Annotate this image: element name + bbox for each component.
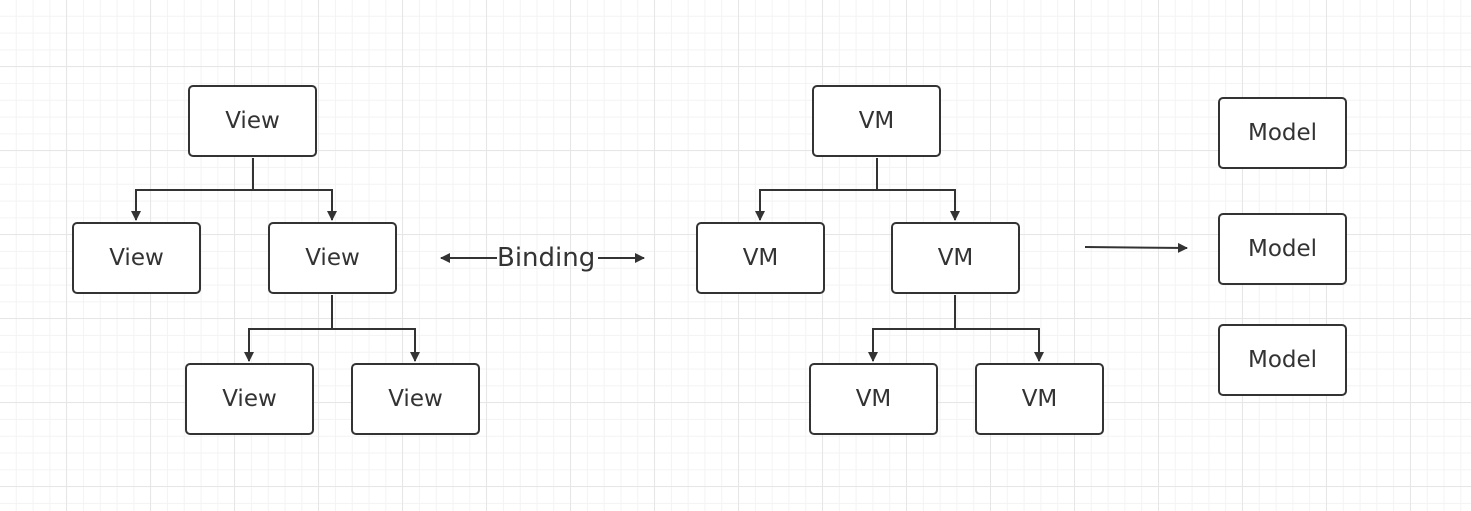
view-tree-connectors: [131, 158, 420, 362]
connector-vm-right-to-grandchild-left: [868, 295, 956, 362]
vm-child-right-node[interactable]: VM: [891, 222, 1020, 294]
vm-to-model-arrow: [1084, 242, 1188, 253]
view-child-left-node[interactable]: View: [72, 222, 201, 294]
model-node-top[interactable]: Model: [1218, 97, 1347, 169]
connector-view-root-to-right: [253, 189, 337, 221]
connector-view-right-to-grandchild-left: [244, 295, 333, 362]
view-root-node[interactable]: View: [188, 85, 317, 157]
connector-view-root-to-left: [131, 158, 254, 221]
vm-grandchild-left-node[interactable]: VM: [809, 363, 938, 435]
view-child-right-node[interactable]: View: [268, 222, 397, 294]
vm-tree-connectors: [755, 158, 1044, 362]
view-grandchild-left-node[interactable]: View: [185, 363, 314, 435]
view-grandchild-right-node[interactable]: View: [351, 363, 480, 435]
binding-label: Binding: [497, 243, 596, 273]
vm-child-left-node[interactable]: VM: [696, 222, 825, 294]
connector-vm-root-to-left: [755, 158, 878, 221]
model-node-middle[interactable]: Model: [1218, 213, 1347, 285]
model-node-bottom[interactable]: Model: [1218, 324, 1347, 396]
vm-root-node[interactable]: VM: [812, 85, 941, 157]
connector-vm-root-to-right: [877, 189, 960, 221]
connector-view-right-to-grandchild-right: [332, 328, 420, 362]
connector-vm-right-to-grandchild-right: [955, 328, 1044, 362]
vm-grandchild-right-node[interactable]: VM: [975, 363, 1104, 435]
